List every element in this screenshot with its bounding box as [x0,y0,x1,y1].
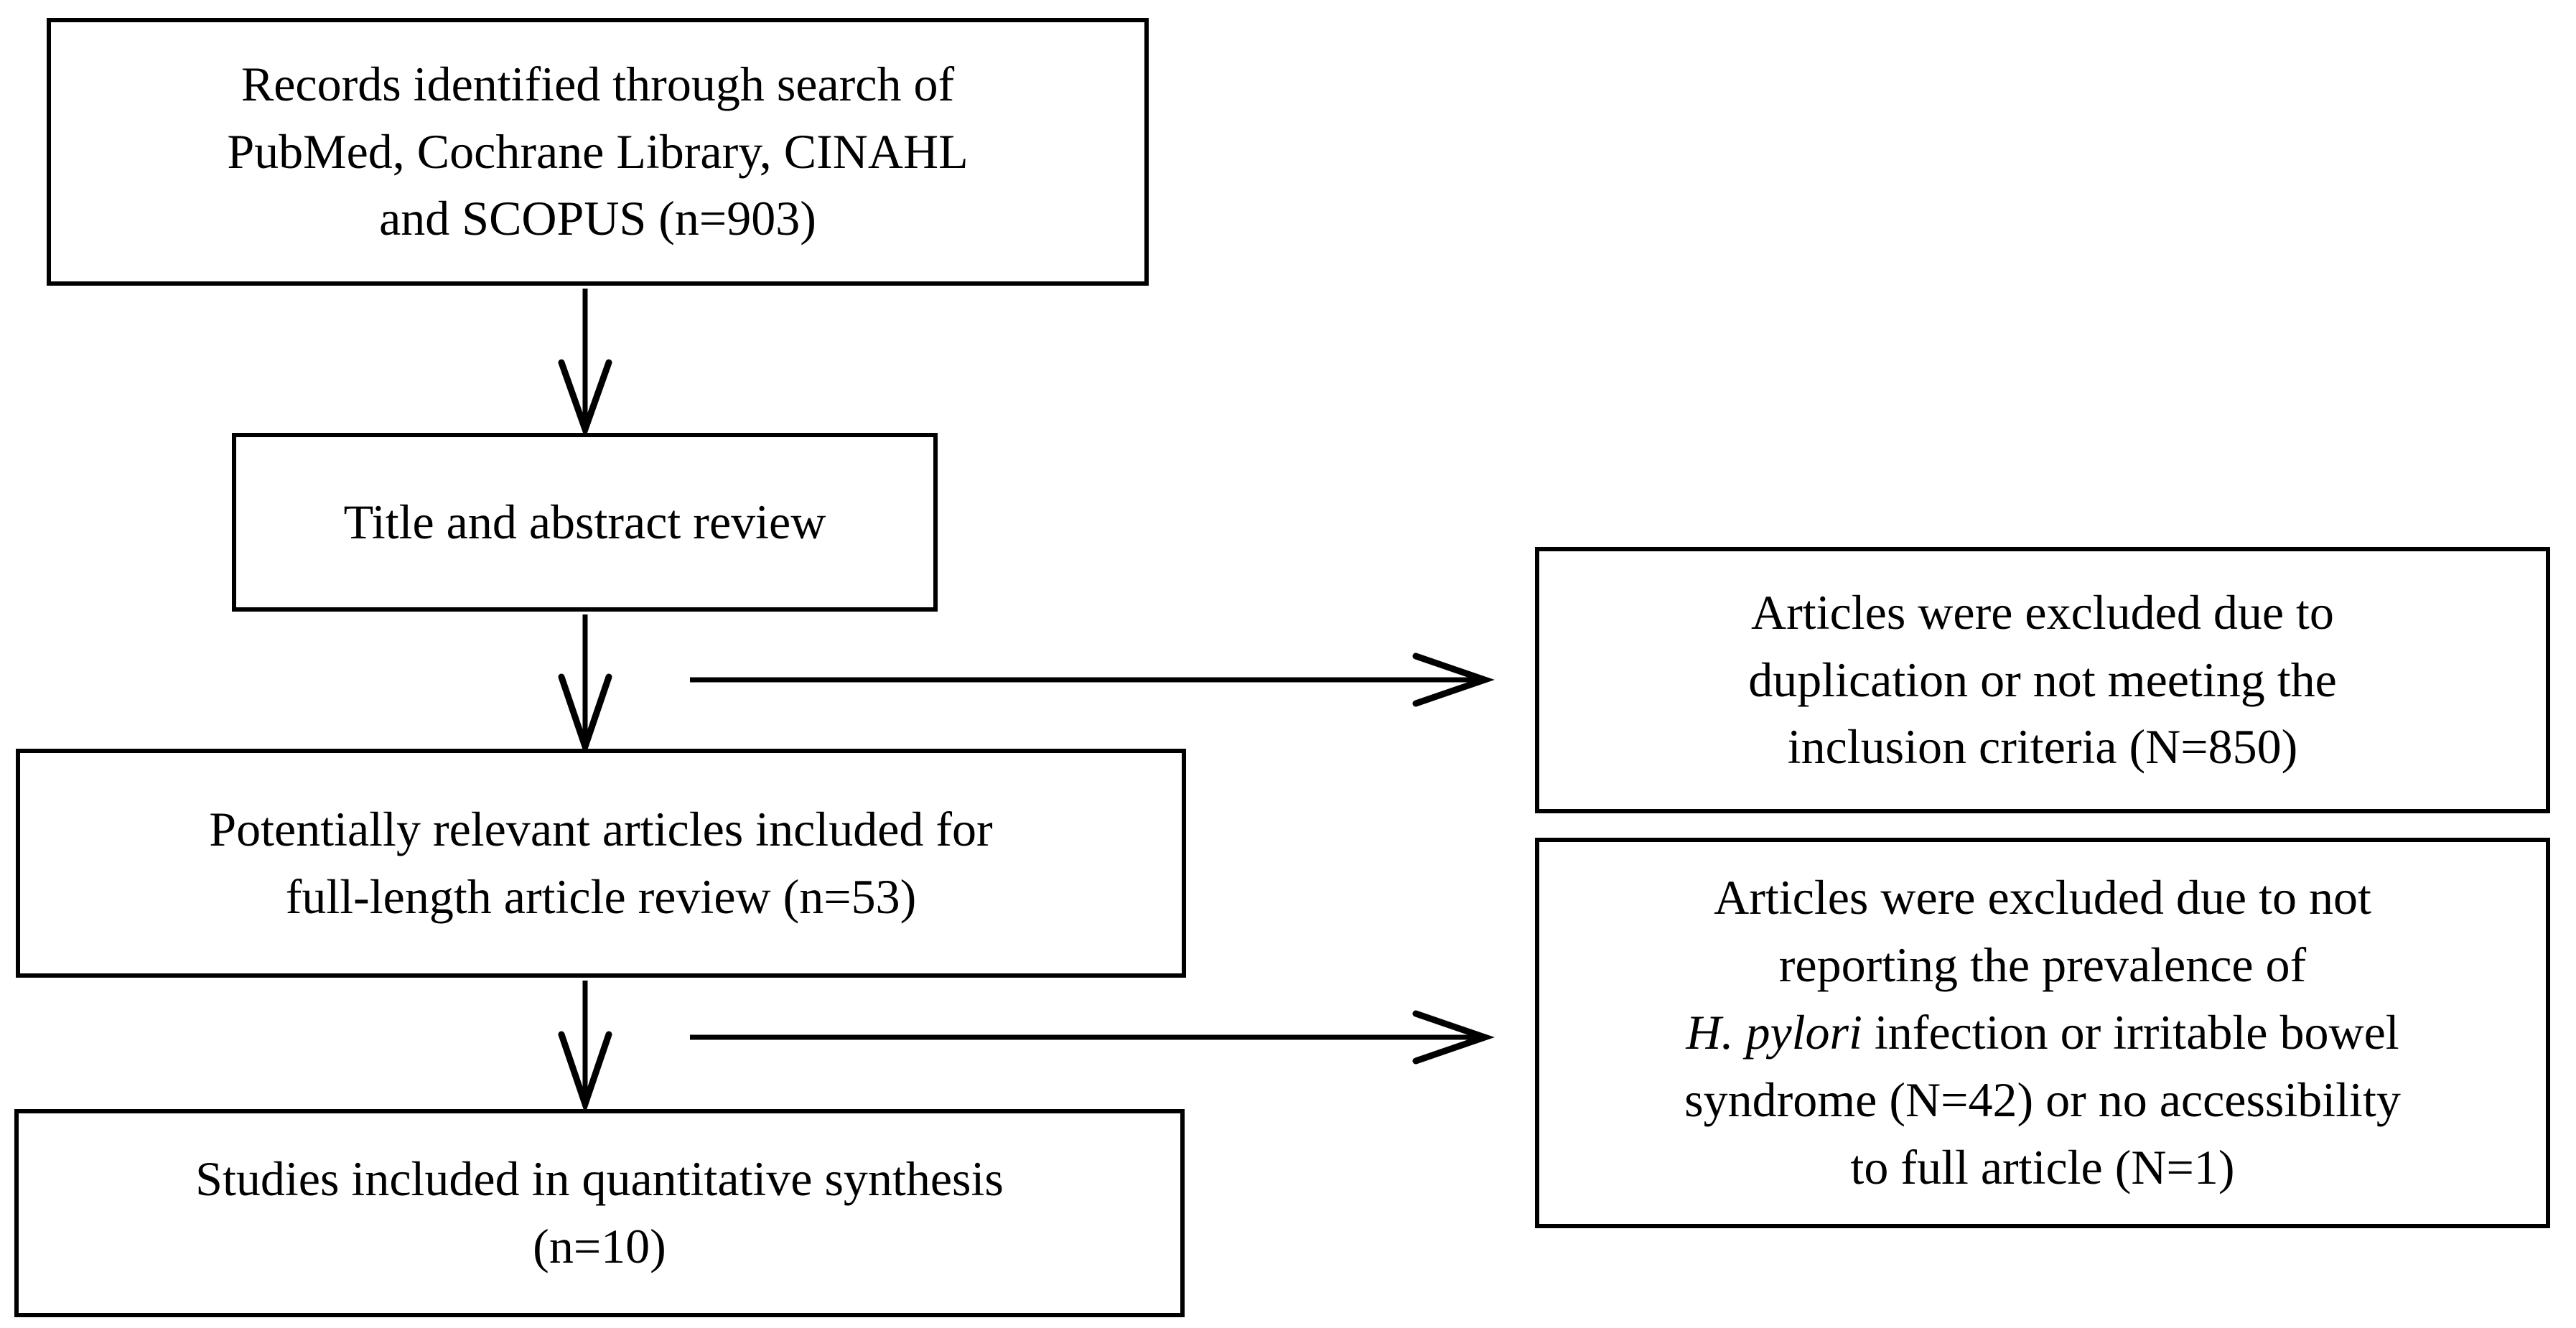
flow-box-quantitative-synthesis-text: Studies included in quantitative synthes… [195,1151,1004,1273]
arrow-records-to-title-review [558,289,612,439]
flow-box-quantitative-synthesis: Studies included in quantitative synthes… [14,1109,1185,1317]
flow-box-title-abstract-review: Title and abstract review [232,433,938,612]
flow-box-excluded-not-reporting-text: Articles were excluded due to not report… [1539,864,2546,1201]
flow-box-records-identified-text: Records identified through search of Pub… [227,56,969,246]
excluded-not-reporting-text-part1: Articles were excluded due to not report… [1714,870,2371,993]
excluded-not-reporting-text-part2: infection or irritable bowel syndrome (N… [1684,1005,2401,1194]
h-pylori-italic-text: H. pylori [1686,1005,1862,1060]
flow-box-excluded-duplication-text: Articles were excluded due to duplicatio… [1748,584,2337,775]
flow-box-title-abstract-review-text: Title and abstract review [343,494,826,549]
arrow-full-length-to-synthesis [558,981,612,1114]
flow-box-full-length-review-text: Potentially relevant articles included f… [209,801,993,924]
flow-box-excluded-duplication: Articles were excluded due to duplicatio… [1535,547,2550,813]
arrow-to-excluded-not-reporting [690,1010,1495,1065]
flow-box-records-identified: Records identified through search of Pub… [47,18,1149,286]
flow-box-full-length-review: Potentially relevant articles included f… [16,749,1186,978]
flow-box-excluded-not-reporting: Articles were excluded due to not report… [1535,838,2550,1228]
arrow-to-excluded-duplication [690,653,1495,707]
arrow-title-review-to-full-length [558,614,612,757]
